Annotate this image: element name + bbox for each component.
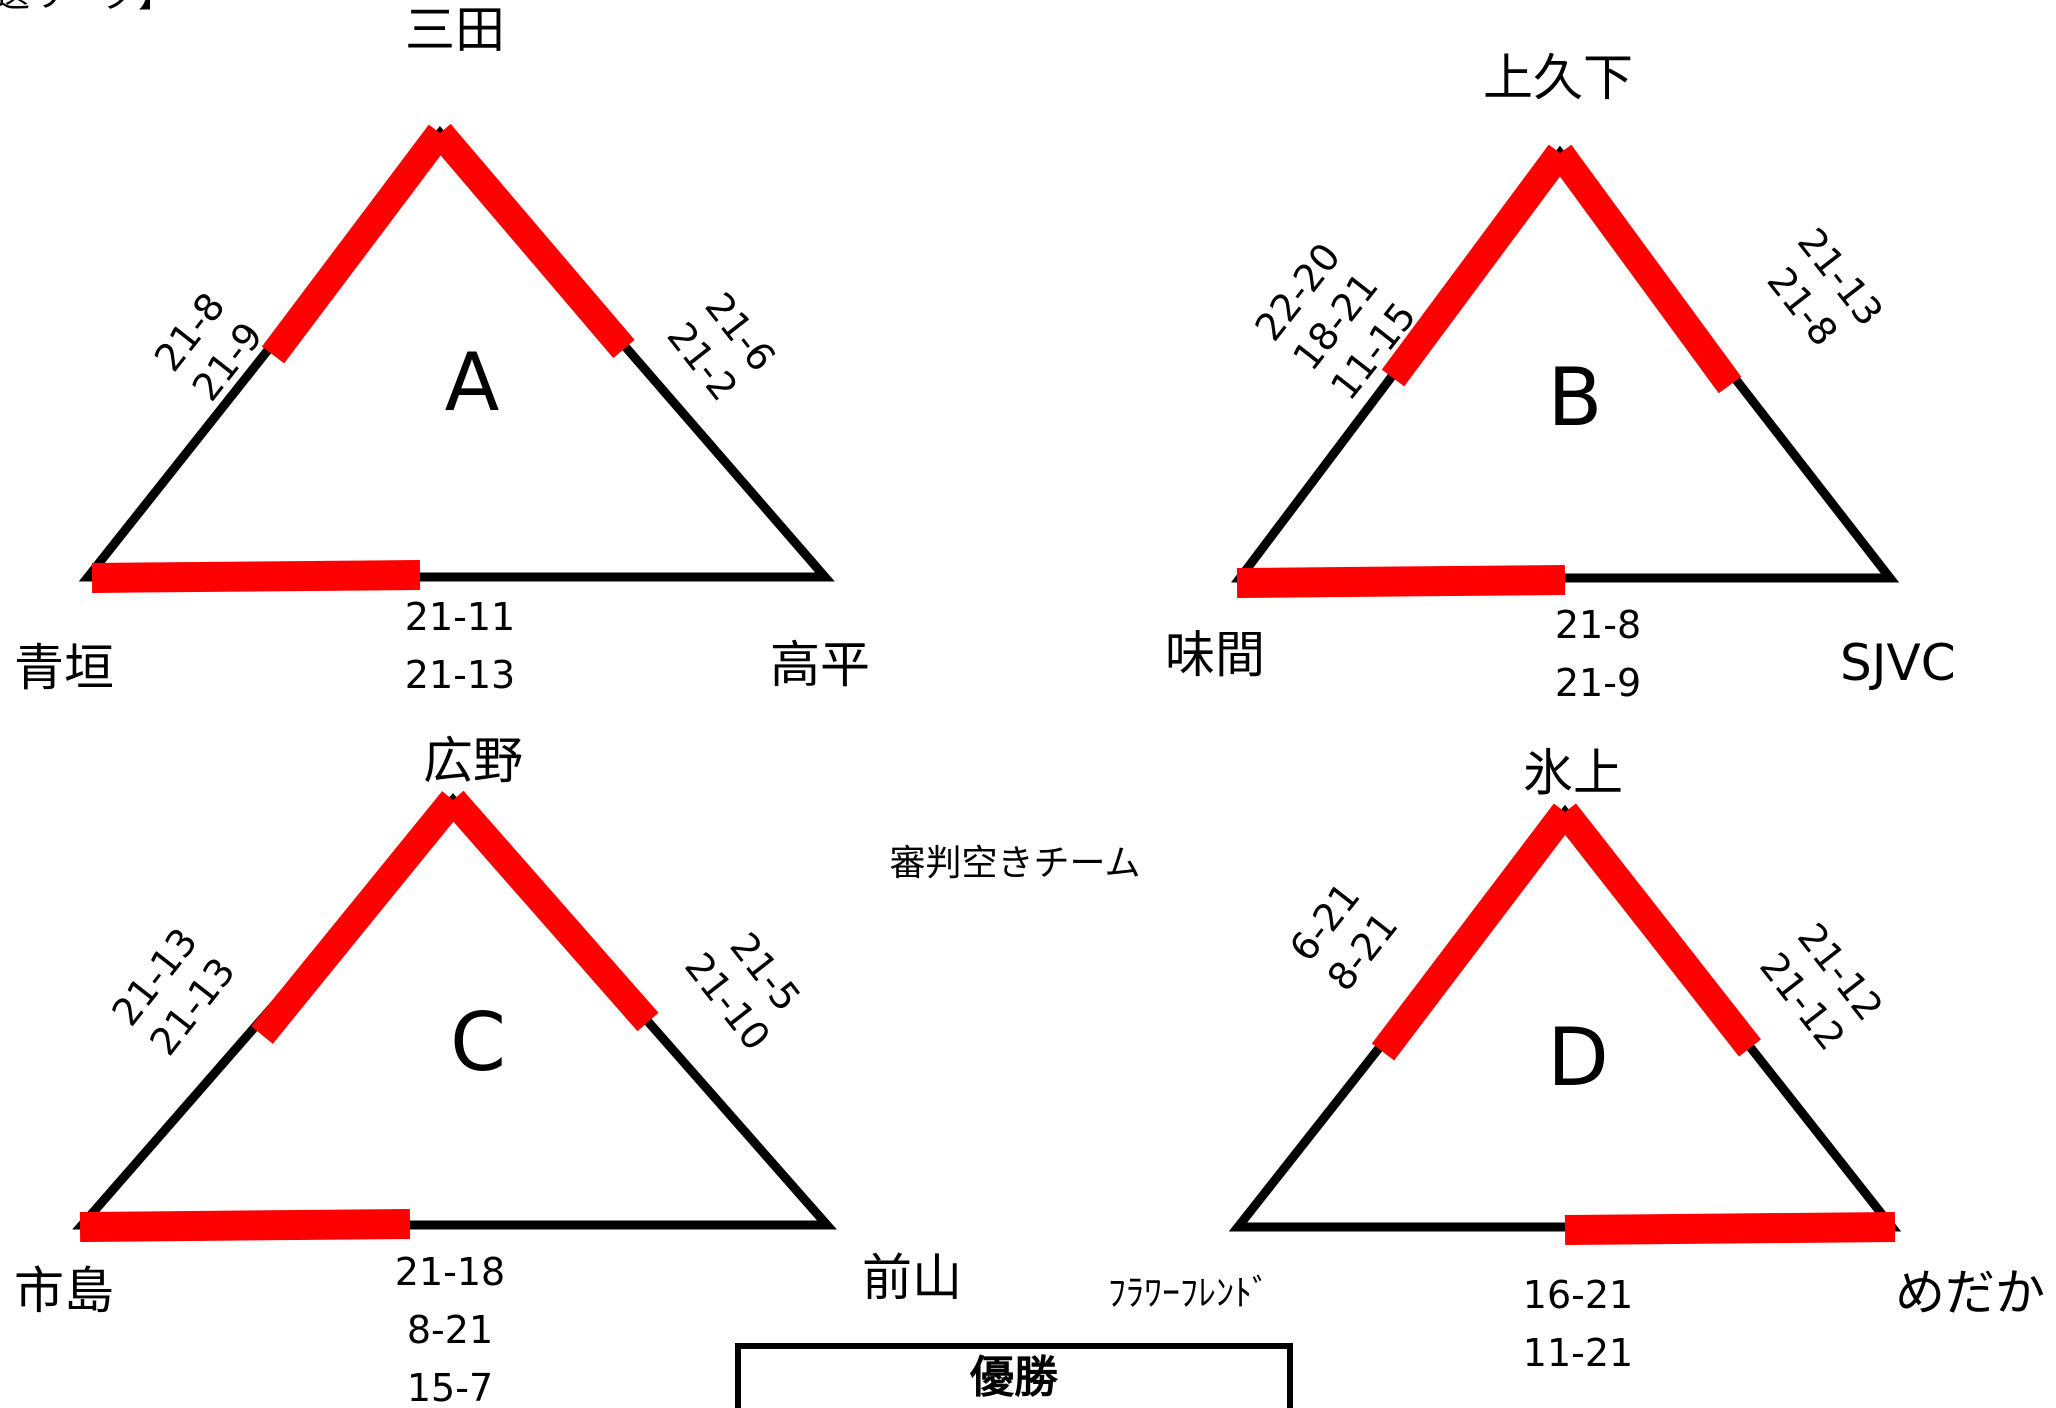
group-c-score-bottom: 8-21: [407, 1308, 493, 1352]
group-b-scores-left: 22-20 18-21 11-15: [1246, 235, 1424, 408]
group-c-team-left: 市島: [14, 1262, 114, 1320]
group-d-scores-right: 21-12 21-12: [1751, 915, 1891, 1059]
group-b-team-top: 上久下: [1483, 49, 1633, 107]
group-b-win-right: [1548, 144, 1742, 394]
group-d: D 氷上 ﾌﾗﾜｰﾌﾚﾝﾄﾞ めだか 6-21 8-21 21-12 21-12…: [1108, 744, 2045, 1375]
group-a-win-left: [261, 124, 452, 364]
final-box: 優勝: [735, 1343, 1293, 1408]
group-d-win-left: [1371, 803, 1577, 1061]
group-d-scores-left: 6-21 8-21: [1281, 874, 1407, 999]
referee-note: 審判空きチーム: [890, 843, 1141, 884]
group-a-win-right: [429, 123, 635, 359]
group-c-score-bottom: 15-7: [407, 1366, 493, 1408]
group-a-score-bottom: 21-13: [405, 653, 515, 697]
group-c: C 広野 市島 前山 21-13 21-13 21-5 21-10 21-18 …: [14, 732, 962, 1408]
group-a: A 三田 青垣 高平 21-8 21-9 21-6 21-2 21-11 21-…: [14, 1, 870, 697]
group-a-triangle: [78, 125, 835, 582]
group-b-scores-right: 21-13 21-8: [1759, 220, 1892, 354]
group-b-win-left: [1381, 144, 1572, 387]
group-c-team-right: 前山: [862, 1249, 962, 1307]
group-b-team-right: SJVC: [1840, 634, 1956, 692]
group-c-score-bottom: 21-18: [395, 1250, 505, 1294]
group-d-team-top: 氷上: [1523, 744, 1623, 802]
group-a-letter: A: [445, 336, 500, 429]
group-d-team-left: ﾌﾗﾜｰﾌﾚﾝﾄﾞ: [1108, 1273, 1270, 1314]
final-title: 優勝: [969, 1352, 1059, 1403]
group-d-win-right: [1553, 803, 1762, 1057]
group-b: B 上久下 味間 SJVC 22-20 18-21 11-15 21-13 21…: [1165, 49, 1956, 705]
group-d-score-bottom: 11-21: [1523, 1331, 1633, 1375]
header-title: 選リーグ】: [0, 0, 174, 15]
group-a-team-top: 三田: [405, 1, 505, 59]
group-d-letter: D: [1547, 1011, 1609, 1104]
group-b-win-bottom: [1236, 565, 1566, 598]
group-a-scores-left: 21-8 21-9: [146, 284, 272, 409]
group-a-win-bottom: [91, 560, 421, 593]
group-c-win-right: [442, 790, 659, 1032]
group-b-team-left: 味間: [1165, 626, 1265, 684]
group-c-win-left: [251, 791, 464, 1044]
group-c-team-top: 広野: [423, 732, 523, 790]
final-box-frame: [735, 1343, 1293, 1408]
group-c-letter: C: [450, 996, 506, 1089]
group-d-team-right: めだか: [1895, 1264, 2045, 1322]
group-a-score-bottom: 21-11: [405, 595, 515, 639]
group-a-team-right: 高平: [770, 636, 870, 694]
group-a-team-left: 青垣: [14, 639, 114, 697]
group-d-win-bottom: [1564, 1212, 1896, 1245]
group-a-scores-right: 21-6 21-2: [659, 284, 785, 409]
group-c-win-bottom: [79, 1209, 411, 1242]
group-b-score-bottom: 21-9: [1555, 661, 1641, 705]
group-d-score-bottom: 16-21: [1523, 1273, 1633, 1317]
group-c-scores-left: 21-13 21-13: [103, 920, 243, 1064]
group-b-score-bottom: 21-8: [1555, 603, 1641, 647]
group-b-letter: B: [1548, 351, 1603, 444]
group-c-scores-right: 21-5 21-10: [676, 924, 809, 1058]
